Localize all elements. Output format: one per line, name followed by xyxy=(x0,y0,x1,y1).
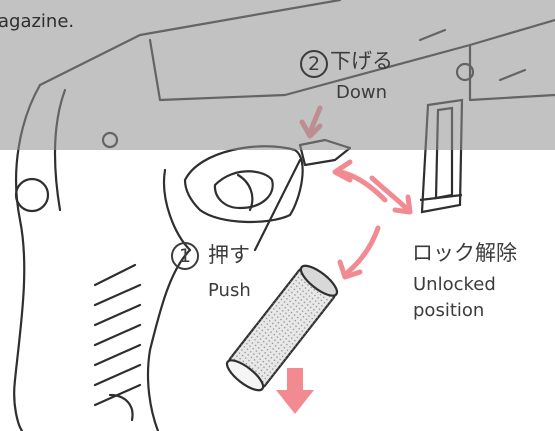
step-1-en-label: Push xyxy=(208,280,251,301)
drop-arrow-icon xyxy=(276,368,314,414)
unlock-en-line2: position xyxy=(413,300,485,321)
step-1-jp-label: 押す xyxy=(208,243,250,267)
unlock-en-line1: Unlocked xyxy=(413,274,496,295)
step-1-number: 1 xyxy=(171,242,199,270)
unlock-jp-label: ロック解除 xyxy=(412,241,517,265)
step-2-number: 2 xyxy=(300,50,328,78)
caption-fragment: agazine. xyxy=(0,11,75,32)
step-2-jp-label: 下げる xyxy=(330,49,393,73)
step-2-en-label: Down xyxy=(336,82,388,103)
cartridge-icon xyxy=(225,264,339,392)
top-overlay xyxy=(0,0,555,150)
